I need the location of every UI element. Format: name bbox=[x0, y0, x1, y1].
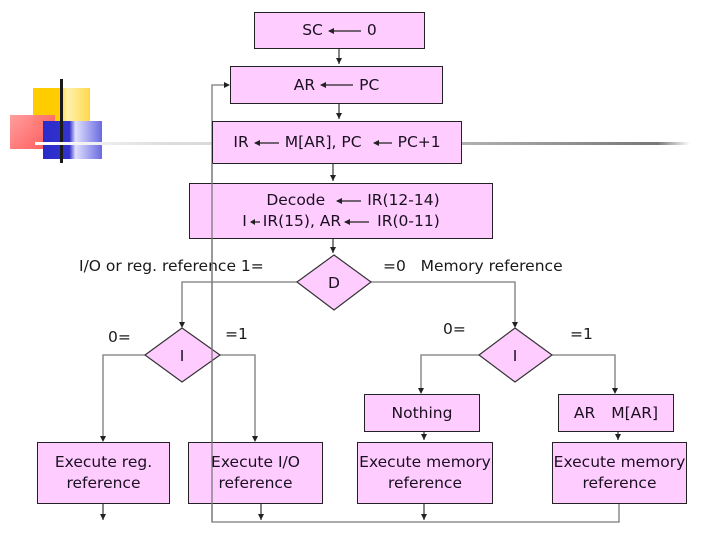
exec-io-line1: Execute I/O bbox=[211, 453, 300, 471]
d-left-branch-label: I/O or reg. reference 1= bbox=[79, 257, 264, 275]
decision-d bbox=[295, 254, 373, 311]
decode-label: Decode bbox=[266, 191, 326, 209]
logo-blue-square bbox=[43, 121, 102, 159]
action-execute-io: Execute I/O reference bbox=[188, 442, 323, 504]
action-execute-mem-direct: Execute memory reference bbox=[357, 442, 493, 504]
exec-reg-line2: reference bbox=[66, 474, 141, 492]
step-decode: Decode IR(12-14) I IR(15), AR IR(0-11) bbox=[189, 183, 493, 239]
i-left-zero-label: 0= bbox=[108, 328, 131, 346]
logo-vertical-bar bbox=[60, 79, 63, 163]
decision-i-left-label: I bbox=[180, 347, 185, 365]
left-arrow-icon bbox=[320, 82, 354, 88]
connector-d-left-i bbox=[181, 281, 297, 326]
connector-i-left-exec-reg bbox=[102, 354, 145, 440]
sc-label: SC bbox=[302, 21, 323, 39]
indirect-ar-label: AR bbox=[573, 403, 596, 422]
decision-d-label: D bbox=[328, 274, 340, 292]
exec-mem2-line1: Execute memory bbox=[553, 453, 686, 471]
decision-i-right-label: I bbox=[513, 347, 518, 365]
left-arrow-icon bbox=[253, 139, 279, 146]
ir-label: IR bbox=[233, 133, 249, 151]
action-execute-reg: Execute reg. reference bbox=[37, 442, 170, 504]
pc-label: PC bbox=[359, 75, 380, 94]
action-indirect-address: AR M[AR] bbox=[558, 394, 674, 432]
exec-mem1-line2: reference bbox=[387, 474, 462, 492]
left-arrow-icon bbox=[249, 218, 260, 225]
step-load-ar: AR PC bbox=[230, 66, 443, 104]
action-nothing: Nothing bbox=[364, 394, 480, 432]
decode-line-2: I IR(15), AR IR(0-11) bbox=[242, 211, 440, 232]
ir15-ar-label: IR(15), AR bbox=[262, 212, 342, 230]
ar-label: AR bbox=[293, 75, 316, 94]
step-fetch-ir: IR M[AR], PC PC+1 bbox=[212, 121, 462, 164]
left-arrow-icon bbox=[344, 218, 370, 225]
connector-loop-back bbox=[211, 84, 620, 523]
left-arrow-icon bbox=[327, 27, 361, 34]
mem-ar-pc-label: M[AR], PC bbox=[284, 133, 362, 151]
i-right-one-label: =1 bbox=[570, 325, 593, 343]
exec-io-line2: reference bbox=[218, 474, 293, 492]
exec-reg-line1: Execute reg. bbox=[54, 453, 153, 471]
connector-i-right-indirect bbox=[552, 354, 616, 392]
connector-i-right-nothing bbox=[420, 354, 479, 392]
exec-mem1-line1: Execute memory bbox=[359, 453, 491, 471]
pc-plus-one-label: PC+1 bbox=[397, 133, 441, 151]
action-execute-mem-indirect: Execute memory reference bbox=[552, 442, 687, 504]
d-right-branch-label: =0 Memory reference bbox=[383, 257, 563, 275]
left-arrow-icon bbox=[336, 197, 362, 204]
decode-line-1: Decode IR(12-14) bbox=[242, 190, 439, 211]
decision-i-right bbox=[478, 327, 554, 383]
ir-address-label: IR(0-11) bbox=[377, 212, 440, 230]
i-left-one-label: =1 bbox=[225, 325, 248, 343]
ir-opcode-label: IR(12-14) bbox=[367, 191, 440, 209]
decision-i-left bbox=[143, 327, 222, 383]
left-arrow-icon bbox=[372, 139, 392, 146]
step-clear-sc: SC 0 bbox=[254, 12, 425, 49]
i-label: I bbox=[242, 212, 247, 230]
i-right-zero-label: 0= bbox=[443, 320, 466, 338]
exec-mem2-line2: reference bbox=[582, 474, 657, 492]
indirect-mem-label: M[AR] bbox=[611, 403, 659, 422]
connector-d-right-i bbox=[371, 281, 516, 326]
connector-i-left-exec-io bbox=[220, 354, 256, 440]
sc-value: 0 bbox=[366, 21, 377, 39]
